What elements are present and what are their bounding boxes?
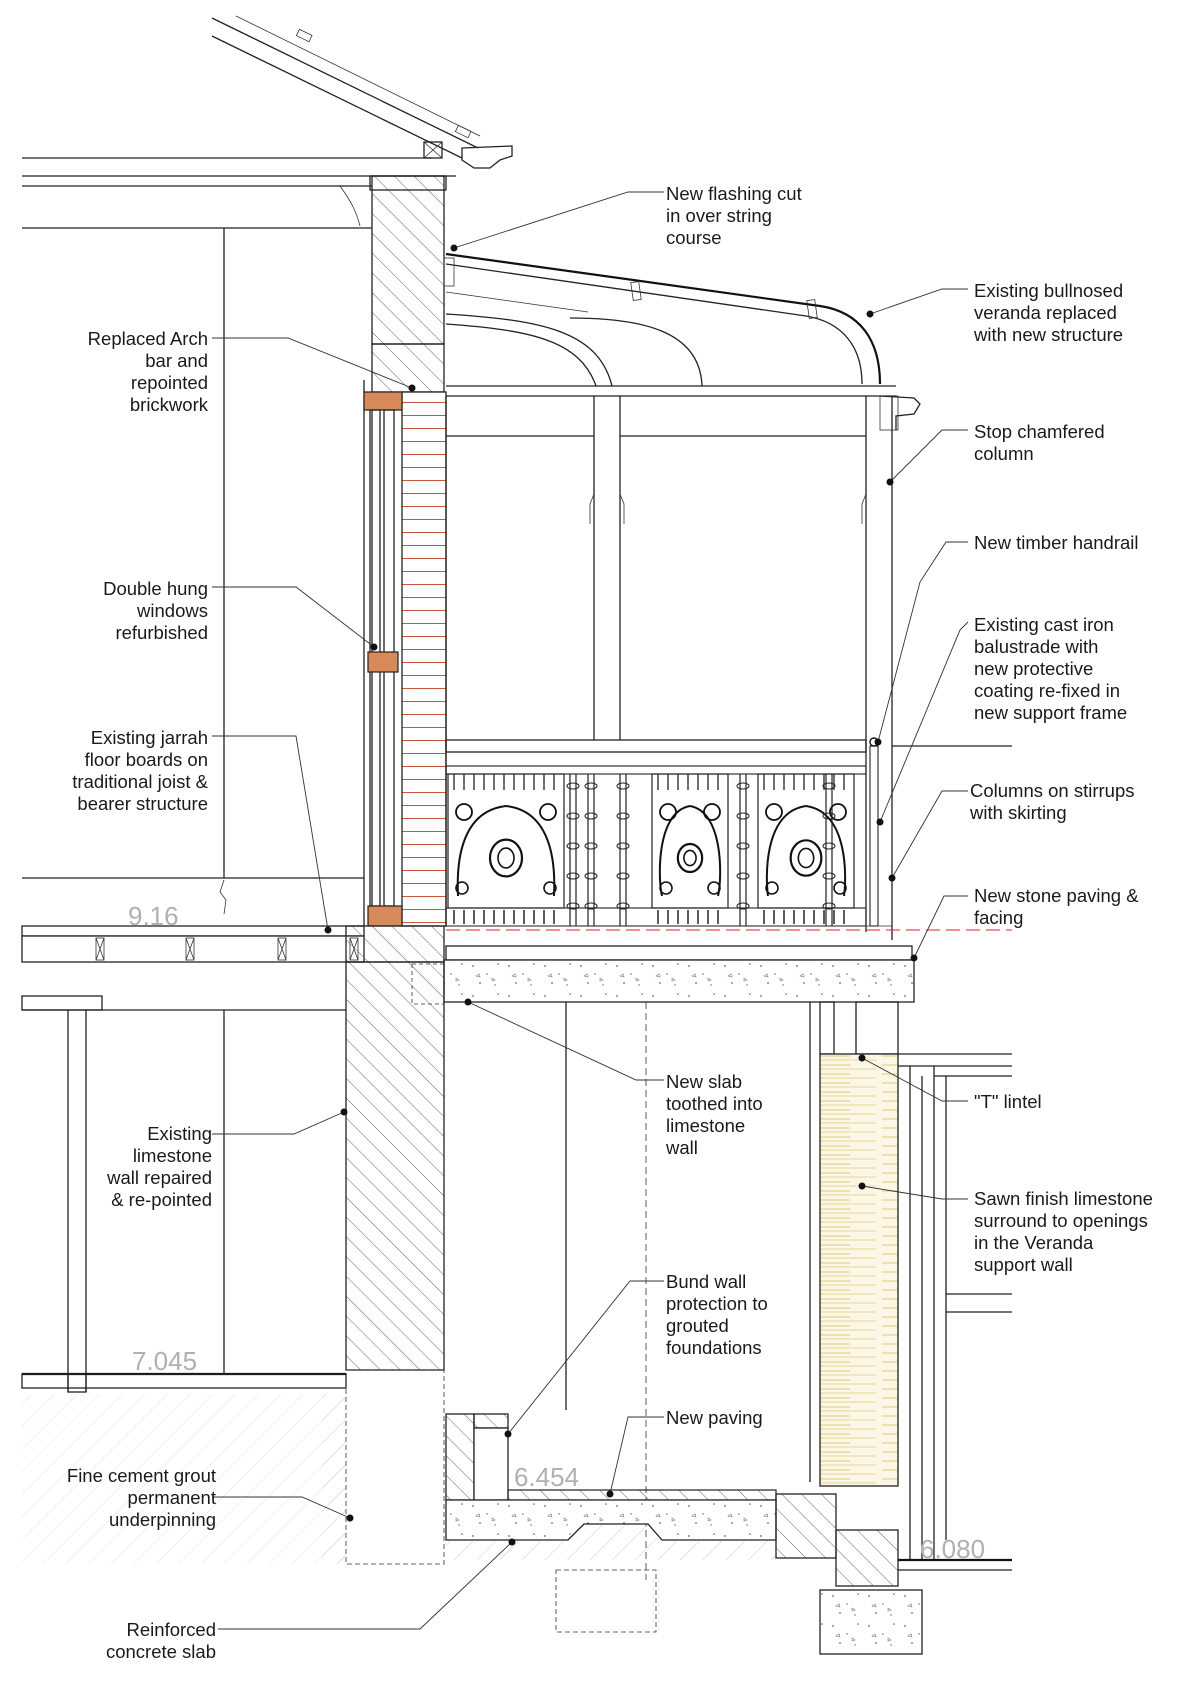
limestone-wall: [345, 925, 445, 1565]
level-basement: 6.080: [920, 1534, 985, 1564]
main-roof: [22, 15, 513, 229]
lower-void: [565, 1001, 1012, 1580]
note-stone-paving: New stone paving &facing: [974, 885, 1139, 928]
lower-interior: [21, 995, 347, 1564]
level-lower-floor: 7.045: [132, 1346, 197, 1376]
veranda-roof: [443, 252, 921, 431]
balustrade: [445, 737, 879, 927]
svg-text:New timber handrail: New timber handrail: [974, 532, 1139, 553]
svg-text:New paving: New paving: [666, 1407, 763, 1428]
level-paving: 6.454: [514, 1462, 579, 1492]
note-t-lintel: "T" lintel: [974, 1091, 1042, 1112]
note-handrail: New timber handrail: [974, 532, 1139, 553]
svg-text:New stone paving &facing: New stone paving &facing: [974, 885, 1139, 928]
note-new-paving: New paving: [666, 1407, 763, 1428]
svg-text:"T" lintel: "T" lintel: [974, 1091, 1042, 1112]
handrail: [445, 739, 1012, 753]
foundations: [445, 1413, 923, 1655]
veranda-columns: [445, 396, 893, 940]
double-hung-window: [363, 391, 403, 927]
upper-wall: [363, 175, 447, 927]
upper-interior: [21, 228, 365, 963]
level-upper-floor: 9.16: [128, 901, 179, 931]
veranda-floor: [411, 925, 1012, 1005]
leader-lines: [212, 191, 969, 1630]
